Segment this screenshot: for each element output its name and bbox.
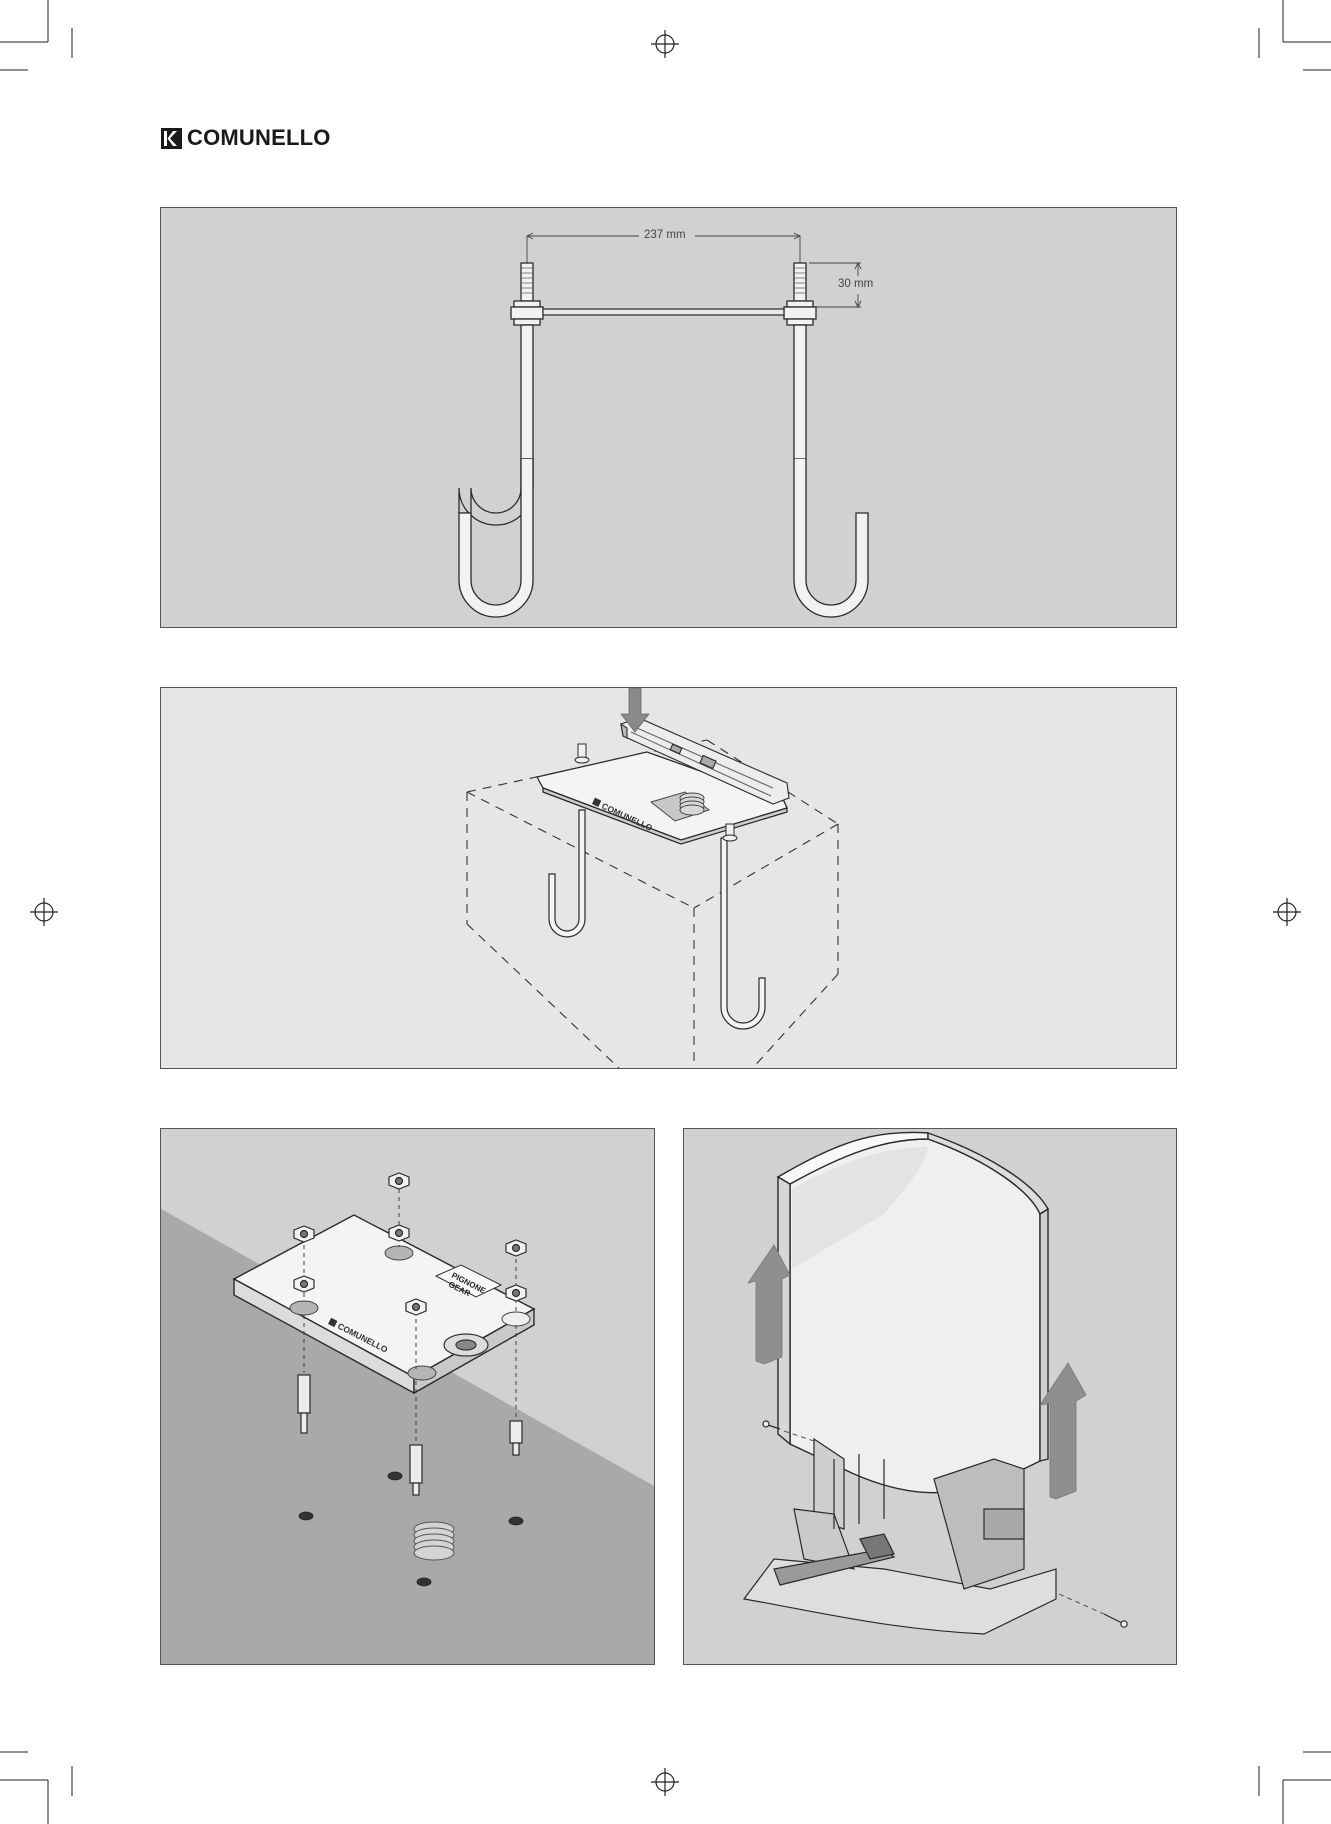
brand-name: COMUNELLO xyxy=(187,126,331,150)
anchor-bolt-right xyxy=(784,263,868,617)
base-plate xyxy=(537,752,787,844)
width-dimension-label: 237 mm xyxy=(644,229,686,241)
figure-base-plate-exploded: PIGNONE GEAR COMUNELLO xyxy=(160,1128,655,1665)
anchor-bolt-left xyxy=(459,263,543,617)
registration-mark-left xyxy=(30,898,58,926)
pinion-bush xyxy=(444,1334,488,1356)
comunello-logo-icon xyxy=(161,128,182,149)
anchor-hooks xyxy=(549,810,765,1029)
operator-cover xyxy=(778,1132,1048,1492)
figure-base-plate-on-foundation: COMUNELLO xyxy=(160,687,1177,1069)
dimension-lines xyxy=(527,233,861,307)
height-dimension-label: 30 mm xyxy=(838,278,873,290)
threaded-bush-spring xyxy=(414,1522,454,1560)
registration-mark-top xyxy=(651,30,679,58)
registration-mark-bottom xyxy=(651,1768,679,1796)
figure-anchor-bolts-dimensions: 237 mm 30 mm xyxy=(160,207,1177,628)
figure-cover-removal xyxy=(683,1128,1177,1665)
brand-logo: COMUNELLO xyxy=(161,126,331,150)
registration-mark-right xyxy=(1273,898,1301,926)
connecting-rod xyxy=(543,309,784,315)
